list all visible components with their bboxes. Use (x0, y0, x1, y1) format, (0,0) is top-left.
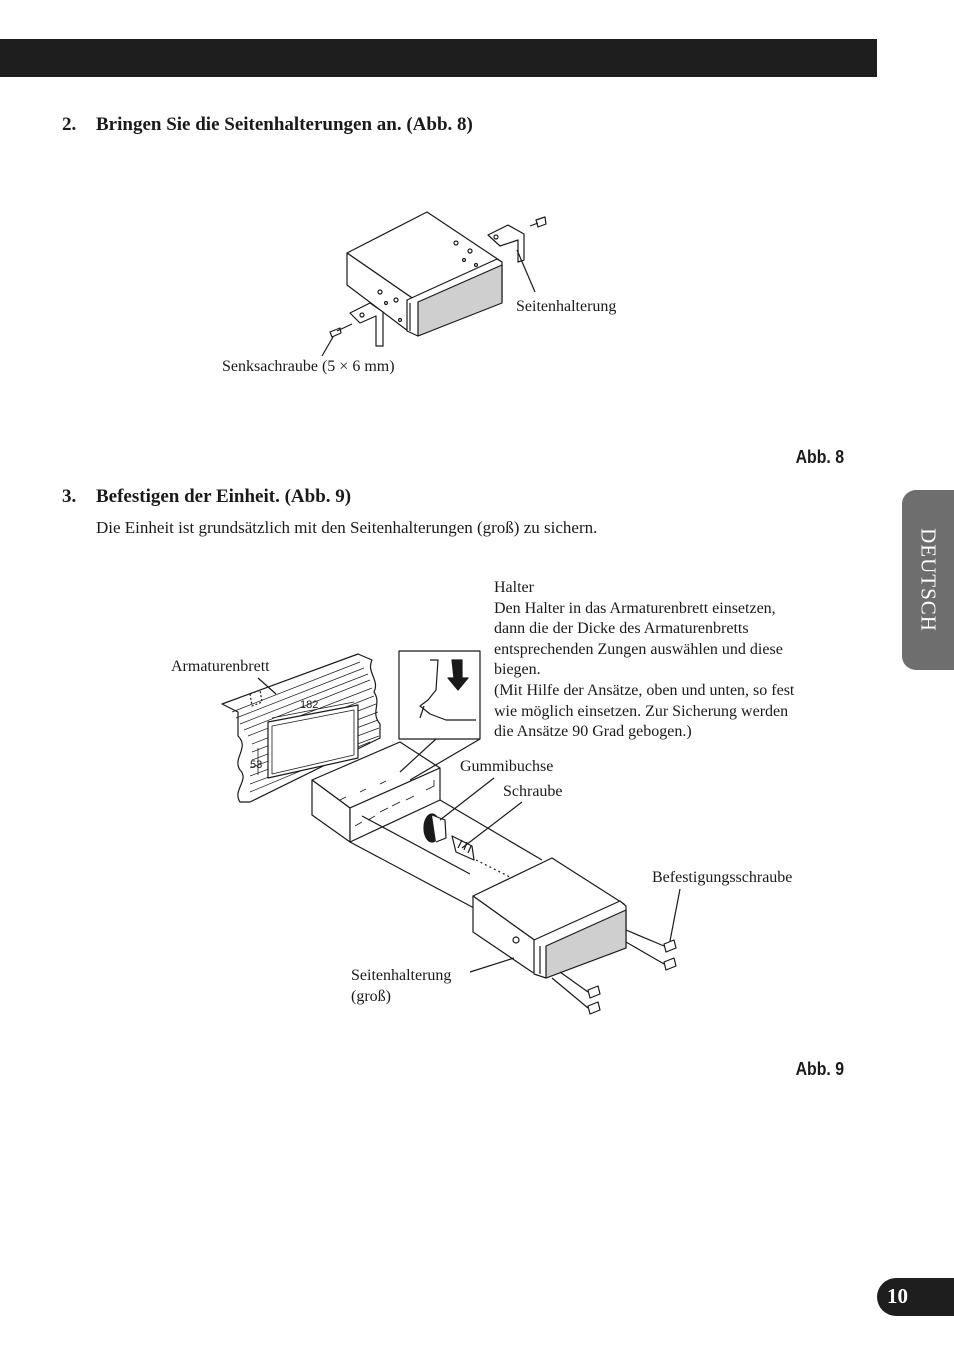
figure-8-label: Abb. 8 (795, 447, 844, 467)
bracket-line: (groß) (351, 987, 391, 1005)
holder-line: entsprechenden Zungen auswählen und dies… (494, 640, 783, 658)
holder-line: Den Halter in das Armaturenbrett einsetz… (494, 599, 776, 617)
holder-line: (Mit Hilfe der Ansätze, oben und unten, … (494, 681, 795, 699)
holder-line: die Ansätze 90 Grad gebogen.) (494, 723, 692, 741)
step-3-heading: 3. Befestigen der Einheit. (Abb. 9) (62, 486, 351, 508)
language-tab: DEUTSCH (902, 490, 954, 670)
fig9-callout-screw: Schraube (503, 783, 563, 800)
step-3-body: Die Einheit ist grundsätzlich mit den Se… (96, 518, 598, 537)
step-2-number: 2. (62, 114, 77, 135)
fig8-callout-side-bracket: Seitenhalterung (516, 298, 617, 315)
holder-line: dann die der Dicke des Armaturenbretts (494, 620, 749, 638)
language-tab-label: DEUTSCH (916, 528, 941, 632)
fig9-callout-rubber-bushing: Gummibuchse (460, 758, 554, 775)
page-number: 10 (887, 1284, 908, 1308)
holder-line: biegen. (494, 661, 541, 679)
fig9-dimension-width: 182 (300, 699, 319, 711)
fig9-callout-mounting-screw: Befestigungsschraube (652, 869, 793, 886)
fig9-callout-holder: Halter Den Halter in das Armaturenbrett … (494, 578, 794, 743)
header-bar (0, 39, 877, 77)
holder-line: wie möglich einsetzen. Zur Sicherung wer… (494, 702, 789, 720)
page-number-tab: 10 (877, 1278, 954, 1316)
bracket-line: Seitenhalterung (351, 967, 452, 984)
fig9-callout-dashboard: Armaturenbrett (171, 658, 270, 675)
fig9-callout-side-bracket-large: Seitenhalterung (groß) (351, 966, 451, 1007)
step-3-number: 3. (62, 486, 77, 507)
fig9-dimension-height: 53 (250, 759, 263, 771)
step-2-heading: 2. Bringen Sie die Seitenhalterungen an. … (62, 114, 473, 136)
step-3-title: Befestigen der Einheit. (Abb. 9) (96, 486, 352, 507)
step-2-title: Bringen Sie die Seitenhalterungen an. (A… (96, 114, 473, 135)
holder-title: Halter (494, 579, 534, 596)
fig8-callout-screw: Senksachraube (5 × 6 mm) (222, 358, 395, 375)
figure-9-label: Abb. 9 (795, 1059, 844, 1079)
